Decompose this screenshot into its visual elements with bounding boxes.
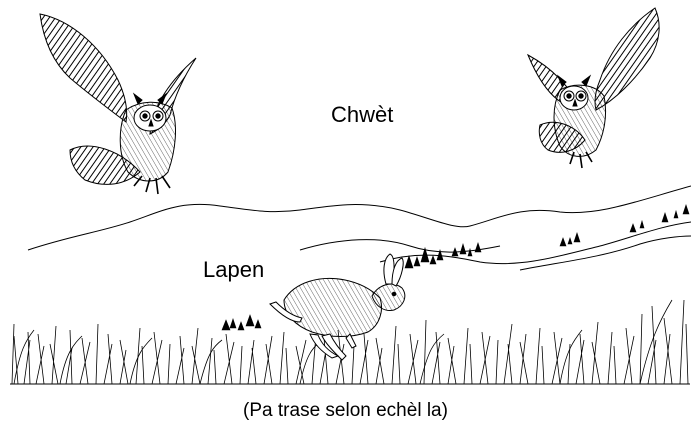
owl-left	[40, 14, 196, 194]
rabbit	[270, 254, 405, 360]
rabbit-body	[284, 278, 382, 336]
hills	[28, 186, 691, 270]
caption: (Pa trase selon echèl la)	[0, 401, 691, 420]
rabbit-label: Lapen	[203, 259, 264, 281]
owl-right-wing	[595, 8, 659, 110]
owl-left-wing	[40, 14, 127, 122]
owl-right	[528, 8, 659, 168]
owl-label: Chwèt	[331, 104, 393, 126]
